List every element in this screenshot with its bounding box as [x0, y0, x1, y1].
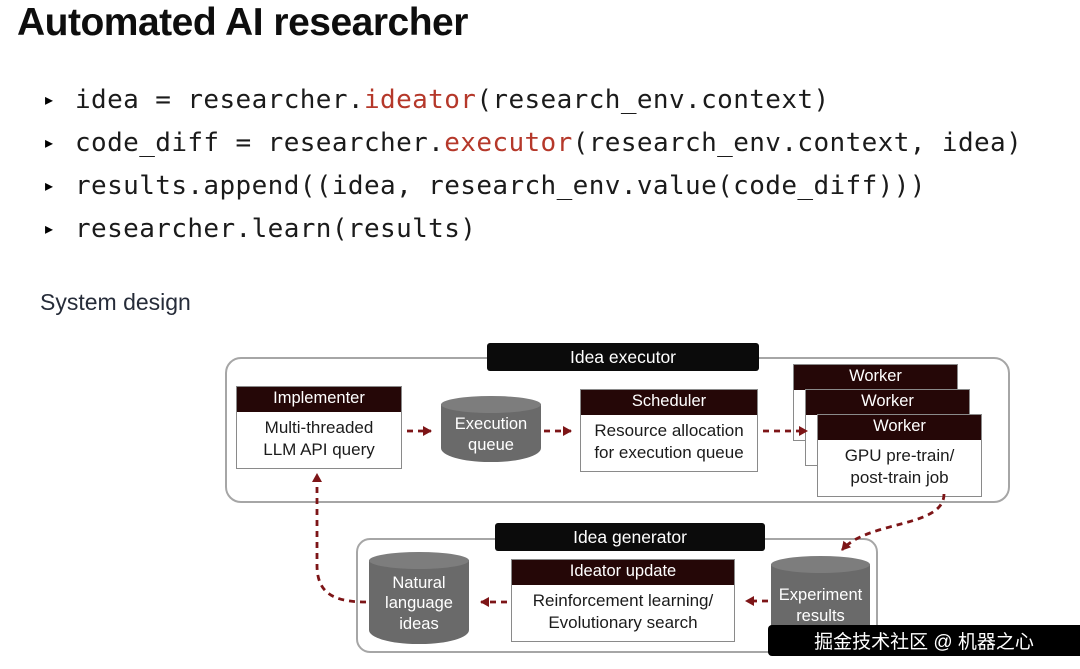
code-pre: idea = researcher. [75, 85, 364, 115]
idea-executor-tab: Idea executor [487, 343, 759, 371]
natural-language-ideas-label: Natural language ideas [385, 573, 453, 633]
code-post: (research_env.context) [476, 85, 830, 115]
bullet-triangle-icon: ▸ [45, 92, 54, 109]
implementer-node: Implementer Multi-threaded LLM API query [236, 386, 402, 469]
worker-title: Worker [794, 365, 957, 390]
code-accent: ideator [363, 85, 477, 115]
code-text: researcher.learn(results) [75, 214, 476, 244]
worker-title: Worker [818, 415, 981, 440]
bullet-triangle-icon: ▸ [45, 178, 54, 195]
code-pre: researcher.learn(results) [75, 214, 477, 244]
natural-language-ideas-cylinder: Natural language ideas [369, 552, 469, 644]
worker-node-front: Worker GPU pre-train/ post-train job [817, 414, 982, 497]
bullet-triangle-icon: ▸ [45, 135, 54, 152]
code-pre: code_diff = researcher. [75, 128, 445, 158]
code-text: code_diff = researcher.executor(research… [75, 128, 1022, 158]
ideator-update-body: Reinforcement learning/ Evolutionary sea… [532, 591, 714, 632]
scheduler-body: Resource allocation for execution queue [594, 421, 744, 462]
experiment-results-label: Experiment results [778, 585, 863, 625]
ideator-update-node: Ideator update Reinforcement learning/ E… [511, 559, 735, 642]
code-text: idea = researcher.ideator(research_env.c… [75, 85, 830, 115]
code-line-4: ▸ researcher.learn(results) [45, 213, 476, 245]
code-post: (research_env.context, idea) [572, 128, 1023, 158]
watermark-badge: 掘金技术社区 @ 机器之心 [768, 625, 1080, 656]
worker-body: GPU pre-train/ post-train job [844, 446, 955, 487]
code-accent: executor [444, 128, 573, 158]
code-line-1: ▸ idea = researcher.ideator(research_env… [45, 84, 830, 116]
worker-title: Worker [806, 390, 969, 415]
page-title: Automated AI researcher [17, 1, 468, 44]
scheduler-node: Scheduler Resource allocation for execut… [580, 389, 758, 472]
implementer-body: Multi-threaded LLM API query [263, 418, 375, 459]
code-text: results.append((idea, research_env.value… [75, 171, 926, 201]
bullet-triangle-icon: ▸ [45, 221, 54, 238]
execution-queue-label: Execution queue [454, 414, 528, 454]
code-line-3: ▸ results.append((idea, research_env.val… [45, 170, 926, 202]
ideator-update-title: Ideator update [512, 560, 734, 585]
section-heading: System design [40, 289, 191, 315]
scheduler-title: Scheduler [581, 390, 757, 415]
idea-generator-tab: Idea generator [495, 523, 765, 551]
code-line-2: ▸ code_diff = researcher.executor(resear… [45, 127, 1022, 159]
execution-queue-cylinder: Execution queue [441, 396, 541, 462]
implementer-title: Implementer [237, 387, 401, 412]
code-pre: results.append((idea, research_env.value… [75, 171, 926, 201]
